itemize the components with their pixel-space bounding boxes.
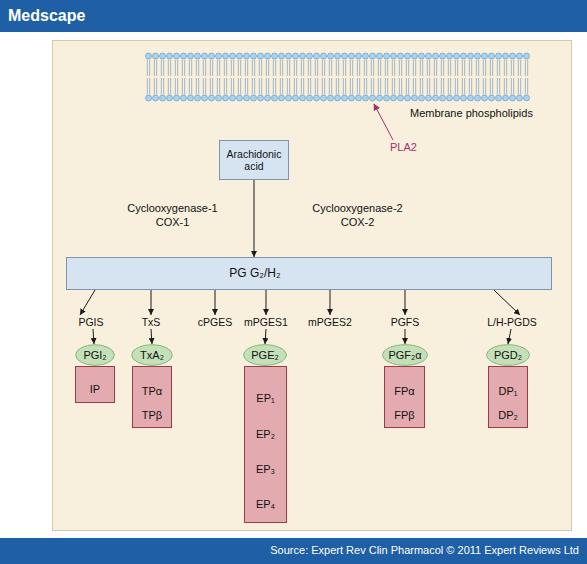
- node-text: PGF₂α: [388, 349, 421, 362]
- label-text: Membrane phospholipids: [410, 106, 550, 120]
- node-text: PGIS: [78, 316, 103, 328]
- label-text: Cyclooxygenase-2 COX-2: [310, 201, 405, 230]
- receptor-box: IP: [75, 366, 115, 403]
- node-text: EP₄: [256, 498, 275, 511]
- flow-arrow: [215, 290, 216, 315]
- node-text: TxS: [142, 316, 161, 328]
- node-text: FPα: [394, 385, 414, 398]
- substrate-box: Arachidonic acid: [219, 140, 289, 180]
- receptor-box: EP₁ EP₂ EP₃ EP₄: [244, 366, 287, 523]
- flow-arrow: [266, 290, 267, 315]
- prostanoid-ellipse: TxA₂: [131, 344, 173, 366]
- node-text: PGD₂: [494, 349, 522, 362]
- header-band: [0, 0, 587, 32]
- ellipse-shape: [244, 345, 287, 366]
- prostanoid-ellipse: PGF₂α: [382, 344, 428, 366]
- ellipse-shape: [76, 345, 115, 366]
- flow-arrow: [93, 329, 94, 344]
- enzyme-label: mPGES1: [238, 315, 294, 329]
- enzyme-label: mPGES2: [302, 315, 358, 329]
- receptor-box: FPαFPβ: [384, 366, 425, 428]
- node-text: TxA₂: [140, 349, 164, 362]
- label-text: Medscape: [8, 6, 128, 27]
- flow-arrow: [405, 329, 406, 344]
- enzyme-label: L/H-PGDS: [477, 315, 547, 329]
- node-text: EP₂: [256, 428, 275, 441]
- flow-arrow: [508, 329, 511, 344]
- node-text: cPGES: [198, 316, 232, 328]
- node-text: PGI₂: [83, 349, 106, 362]
- node-text: DP₂: [498, 409, 518, 422]
- footer-band: [0, 538, 587, 564]
- prostanoid-ellipse: PGI₂: [75, 344, 115, 366]
- node-text: DP₁: [499, 385, 518, 398]
- flow-arrow: [80, 290, 95, 315]
- node-text: EP₃: [256, 463, 275, 476]
- node-text: PG G₂/H₂: [229, 267, 280, 281]
- flow-arrow: [254, 180, 255, 257]
- flow-arrow: [405, 290, 406, 315]
- ellipse-shape: [132, 345, 173, 366]
- node-text: IP: [90, 383, 100, 396]
- flow-arrow: [151, 329, 152, 344]
- enzyme-label: cPGES: [190, 315, 240, 329]
- receptor-box: TPαTPβ: [132, 366, 172, 428]
- membrane-leaflet: [145, 77, 530, 102]
- node-text: L/H-PGDS: [487, 316, 537, 328]
- flow-arrow: [151, 290, 152, 315]
- enzyme-label: PGIS: [61, 315, 121, 329]
- ellipse-shape: [487, 345, 530, 366]
- node-text: mPGES2: [308, 316, 352, 328]
- node-text: Arachidonic acid: [222, 148, 286, 172]
- pointer-arrow: [374, 104, 393, 140]
- node-text: TPα: [142, 385, 162, 398]
- node-text: TPβ: [142, 409, 162, 422]
- prostanoid-ellipse: PGE₂: [243, 344, 287, 366]
- enzyme-label: PGFS: [380, 315, 430, 329]
- node-text: mPGES1: [244, 316, 288, 328]
- label-text: PLA2: [390, 140, 430, 154]
- ellipse-shape: [383, 345, 428, 366]
- figure-panel: [53, 41, 572, 531]
- intermediate-band: PG G₂/H₂: [66, 257, 552, 290]
- enzyme-label: TxS: [126, 315, 176, 329]
- label-text: Cyclooxygenase-1 COX-1: [125, 201, 220, 230]
- node-text: EP₁: [256, 392, 274, 405]
- flow-arrow: [330, 290, 331, 315]
- flow-arrow: [494, 290, 520, 315]
- receptor-box: DP₁ DP₂: [488, 366, 528, 428]
- caption-text: Source: Expert Rev Clin Pharmacol © 2011…: [270, 543, 579, 557]
- node-text: PGE₂: [251, 349, 279, 362]
- node-text: FPβ: [394, 409, 414, 422]
- flow-arrow: [265, 329, 266, 344]
- prostanoid-ellipse: PGD₂: [486, 344, 530, 366]
- membrane-leaflet: [145, 52, 530, 77]
- node-text: PGFS: [391, 316, 420, 328]
